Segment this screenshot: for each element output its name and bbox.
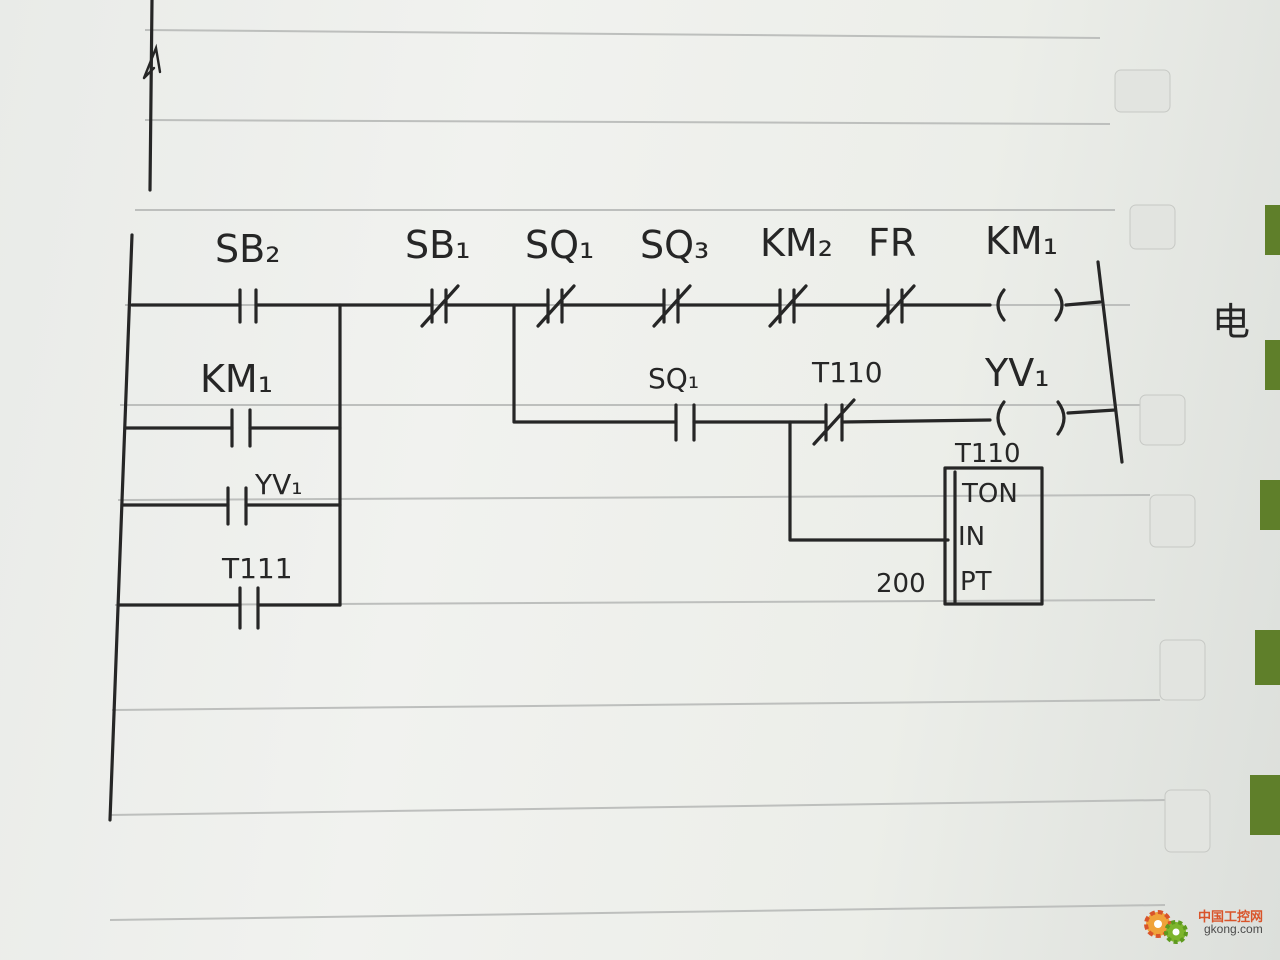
- label-km1-branch: KM₁: [200, 357, 273, 401]
- timer-name: T110: [954, 439, 1021, 469]
- margin-line: [148, 0, 154, 192]
- contact-yv1-branch: [226, 486, 248, 526]
- watermark-url: gkong.com: [1204, 922, 1263, 936]
- margin-arrow-mark: [142, 43, 162, 80]
- timer-type: TON: [961, 479, 1018, 509]
- label-coil-km1: KM₁: [985, 219, 1058, 263]
- label-coil-yv1: YV₁: [984, 351, 1049, 395]
- timer-pt-label: PT: [960, 567, 992, 597]
- label-fr: FR: [868, 221, 916, 265]
- rung-1: [130, 284, 1102, 328]
- binding-tabs: [1114, 69, 1280, 853]
- label-t110-contact: T110: [811, 356, 883, 389]
- label-t111-branch: T111: [221, 552, 293, 585]
- rung-1-branch: [116, 303, 342, 630]
- label-sb2: SB₂: [215, 227, 280, 271]
- gear-logo-icon: [1144, 910, 1188, 944]
- contact-km1-branch: [230, 408, 252, 448]
- coil-yv1: [996, 400, 1066, 436]
- rung-2: [512, 303, 1117, 542]
- left-power-rail: [108, 233, 134, 822]
- label-sq3: SQ₃: [640, 223, 709, 267]
- watermark: 中国工控网 gkong.com: [1140, 902, 1270, 952]
- label-yv1-branch: YV₁: [254, 468, 302, 501]
- timer-block: [943, 466, 1044, 606]
- timer-preset: 200: [876, 569, 926, 599]
- label-km2: KM₂: [760, 221, 833, 265]
- label-sq1-no: SQ₁: [648, 362, 699, 395]
- margin-note: 电: [1212, 300, 1250, 344]
- labels: SB₂ SB₁ SQ₁ SQ₃ KM₂ FR KM₁ KM₁ YV₁ T111 …: [200, 219, 1250, 599]
- label-sb1: SB₁: [405, 223, 470, 267]
- contact-t111-branch: [238, 586, 260, 630]
- timer-in-label: IN: [958, 522, 985, 552]
- right-power-rail: [1096, 260, 1124, 464]
- watermark-site-name: 中国工控网: [1198, 909, 1264, 924]
- contact-sq1-no: [674, 403, 696, 442]
- label-sq1-nc: SQ₁: [525, 223, 594, 267]
- coil-km1: [996, 288, 1064, 322]
